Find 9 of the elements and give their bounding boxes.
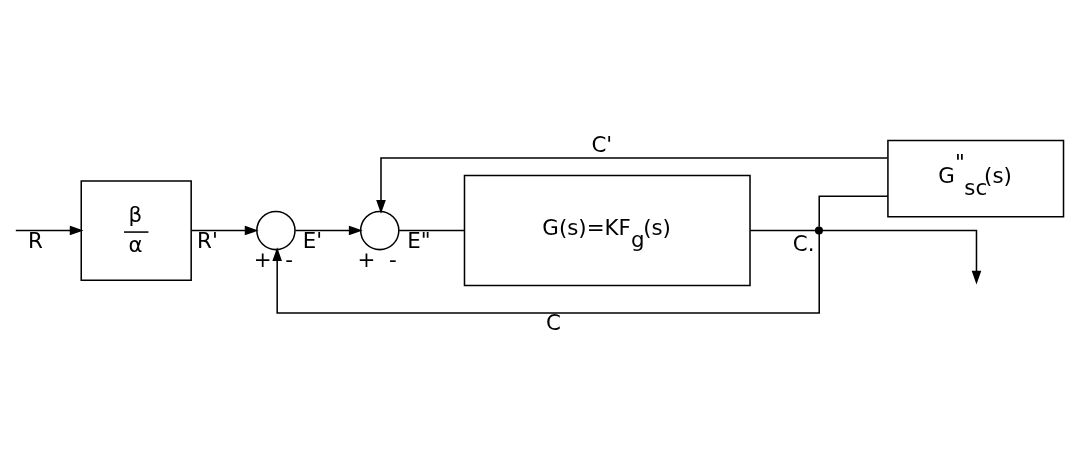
edge-label: R' (197, 227, 218, 253)
edge-label: C' (591, 131, 613, 157)
node-label: + - (253, 246, 293, 272)
edge-label: C (546, 309, 561, 335)
edge-label: R (27, 227, 43, 253)
node-label: + - (357, 246, 397, 272)
edge-label: E' (302, 227, 323, 253)
edge-label: E" (407, 227, 431, 253)
node-label: C. (792, 230, 815, 256)
